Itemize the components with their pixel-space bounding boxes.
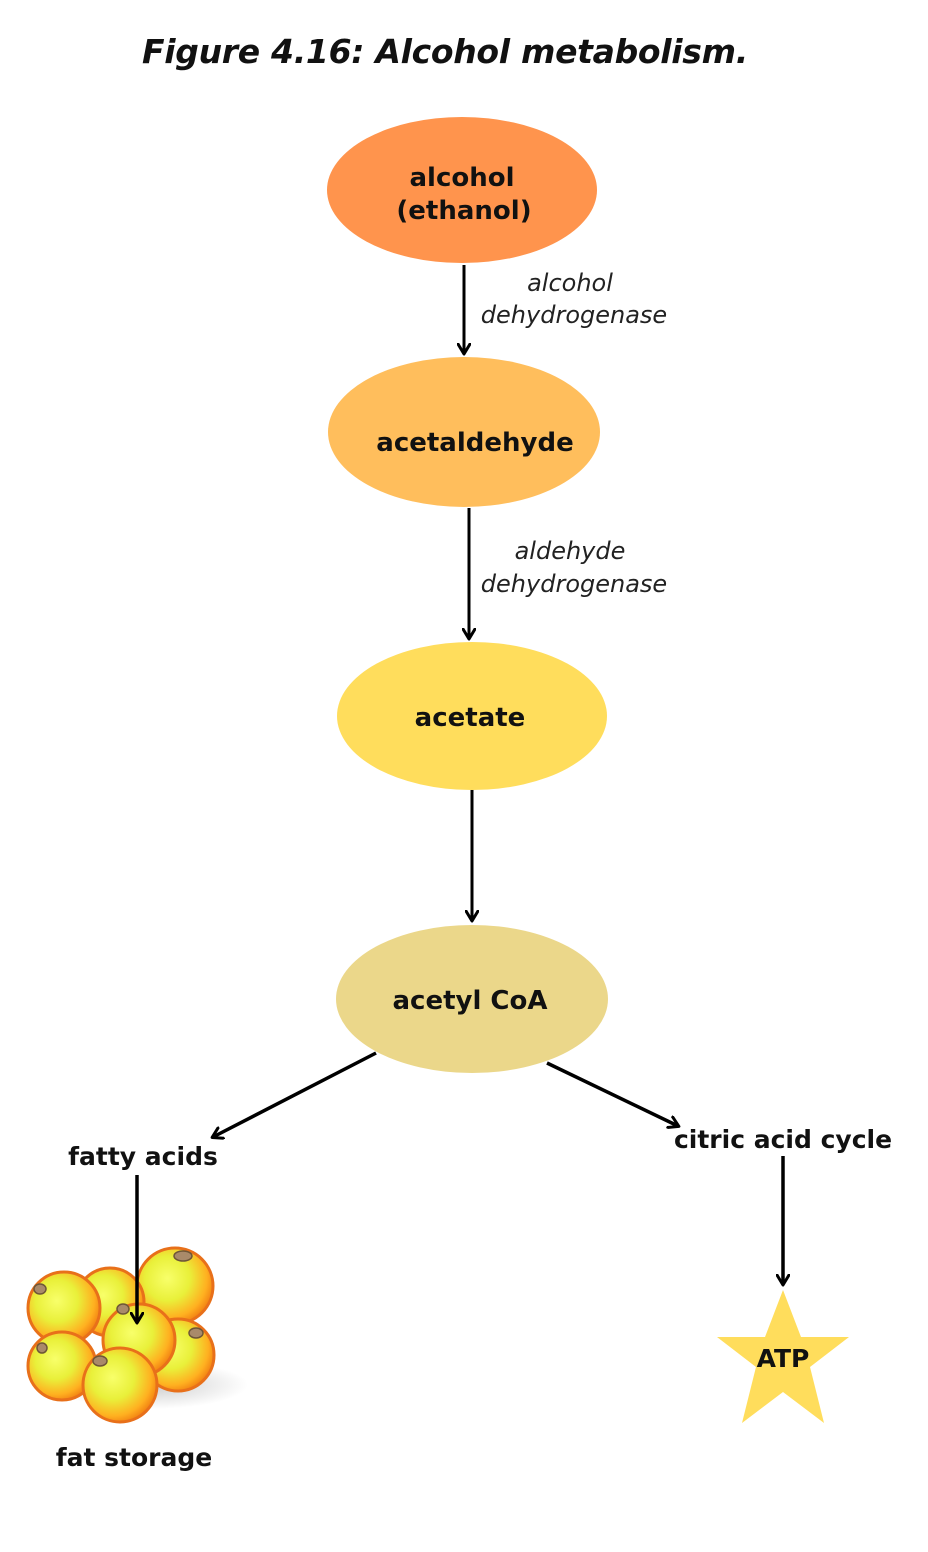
acetate-label: acetate [415,703,526,733]
acetyl-coa-node [336,925,608,1073]
acetate-node [337,642,607,790]
arrow-to-fatty-acids [213,1051,377,1137]
citric-acid-cycle-label: citric acid cycle [674,1125,892,1154]
acetaldehyde-label: acetaldehyde [376,428,573,458]
fat-cells-cluster-icon [26,1246,248,1424]
fat-storage-label: fat storage [56,1443,212,1472]
enzyme-2-line1: aldehyde [515,537,626,565]
arrow-to-citric-acid-cycle [546,1061,678,1126]
enzyme-1-line2: dehydrogenase [481,301,667,329]
alcohol-node [327,117,597,263]
atp-label: ATP [757,1344,810,1373]
star-icon [717,1290,849,1423]
enzyme-2-line2: dehydrogenase [481,570,667,598]
acetaldehyde-node [328,357,600,507]
fatty-acids-label: fatty acids [68,1142,218,1171]
ethanol-label: (ethanol) [396,196,531,226]
alcohol-label: alcohol [409,163,514,193]
acetyl-coa-label: acetyl CoA [393,986,548,1016]
figure-title: Figure 4.16: Alcohol metabolism. [142,32,748,71]
enzyme-1-line1: alcohol [527,269,613,297]
